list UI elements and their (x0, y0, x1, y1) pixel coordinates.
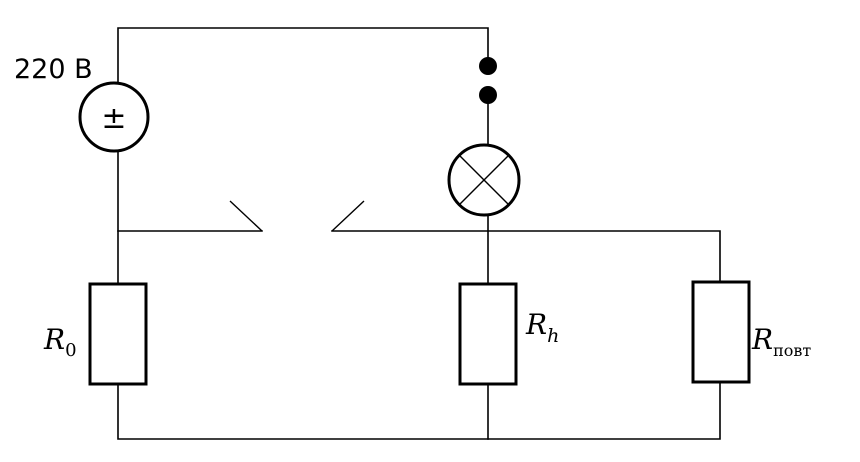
resistor-r0: R0 (43, 282, 148, 386)
resistor-r0-label: R0 (43, 323, 77, 361)
lamp (447, 143, 521, 217)
wire-top (117, 27, 489, 87)
lamp-cross-b (458, 154, 510, 206)
source-voltage-label: 220 В (14, 54, 93, 85)
wire-bottom (117, 381, 721, 440)
resistor-rh: Rh (458, 282, 559, 386)
contact-dot-lower (479, 86, 497, 104)
source-symbol: ± (101, 101, 126, 136)
switch (229, 200, 365, 232)
contact-dots (479, 57, 497, 104)
contact-dot-upper (479, 57, 497, 75)
resistor-rh-label: Rh (525, 308, 559, 347)
voltage-source: ± 220 В (14, 54, 150, 153)
resistor-r0-body (88, 282, 148, 386)
wires (117, 27, 721, 440)
wire-bus-right (331, 230, 721, 282)
resistor-rh-body (458, 282, 518, 386)
switch-blade-left (229, 200, 263, 232)
switch-blade-right (331, 200, 365, 232)
resistor-rpovt: Rповт (691, 280, 811, 384)
resistor-rpovt-body (691, 280, 751, 384)
source-circle (78, 81, 150, 153)
resistor-rpovt-label: Rповт (751, 323, 811, 360)
